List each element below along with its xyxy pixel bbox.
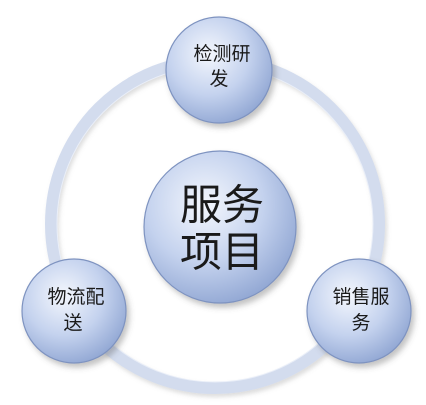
node-testing-rd-line-1: 检测研 bbox=[193, 43, 250, 65]
node-sales-service-line-1: 销售服 bbox=[332, 286, 389, 308]
center-node: 服务 项目 bbox=[143, 150, 297, 304]
node-logistics-line-1: 物流配 bbox=[47, 286, 104, 308]
node-logistics: 物流配 送 bbox=[21, 258, 127, 364]
node-sales-service-line-2: 务 bbox=[351, 312, 370, 334]
node-testing-rd-line-2: 发 bbox=[209, 68, 228, 90]
center-label-line-1: 服务 bbox=[180, 181, 264, 230]
node-sales-service: 销售服 务 bbox=[306, 258, 412, 364]
center-label-line-2: 项目 bbox=[180, 228, 264, 277]
node-testing-rd: 检测研 发 bbox=[165, 16, 273, 124]
node-logistics-line-2: 送 bbox=[63, 312, 82, 334]
